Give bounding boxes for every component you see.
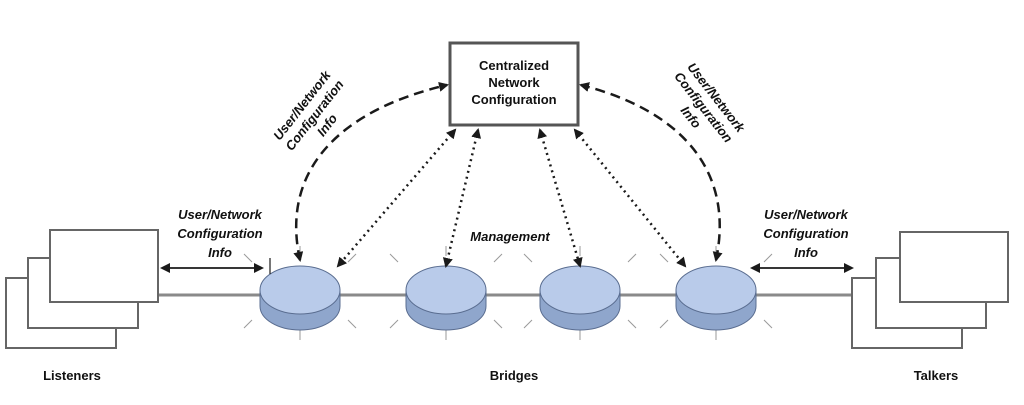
listeners-link-label: User/Network Configuration Info xyxy=(177,207,262,260)
mgmt-link-2 xyxy=(442,128,482,268)
central-config-box xyxy=(448,41,580,127)
svg-text:User/Network: User/Network xyxy=(764,207,849,222)
svg-text:Info: Info xyxy=(208,245,232,260)
mgmt-link-3 xyxy=(537,128,583,268)
svg-text:User/Network: User/Network xyxy=(178,207,263,222)
bridge-1 xyxy=(243,246,357,340)
right-arc-label: User/Network Configuration Info xyxy=(671,60,748,146)
right-dashed-arc xyxy=(579,82,723,262)
listeners-label: Listeners xyxy=(43,368,101,383)
central-config-line-3: Configuration xyxy=(471,92,556,107)
talkers-screens xyxy=(851,231,1009,349)
talkers-label: Talkers xyxy=(914,368,959,383)
bridge-2 xyxy=(389,246,503,340)
svg-text:Configuration: Configuration xyxy=(177,226,262,241)
svg-text:Info: Info xyxy=(794,245,818,260)
left-dashed-arc xyxy=(293,81,449,262)
mgmt-link-4 xyxy=(573,128,687,268)
svg-text:Configuration: Configuration xyxy=(763,226,848,241)
bridges-label: Bridges xyxy=(490,368,538,383)
central-config-line-2: Network xyxy=(488,75,540,90)
bridge-4 xyxy=(659,246,773,340)
mgmt-link-1 xyxy=(336,128,457,268)
bridge-3 xyxy=(523,246,637,340)
left-arc-label: User/Network Configuration Info xyxy=(270,67,346,153)
central-config-line-1: Centralized xyxy=(479,58,549,73)
bridges-group xyxy=(243,246,773,340)
management-label: Management xyxy=(470,229,550,244)
listeners-screens xyxy=(5,229,159,349)
talkers-link-label: User/Network Configuration Info xyxy=(763,207,848,260)
